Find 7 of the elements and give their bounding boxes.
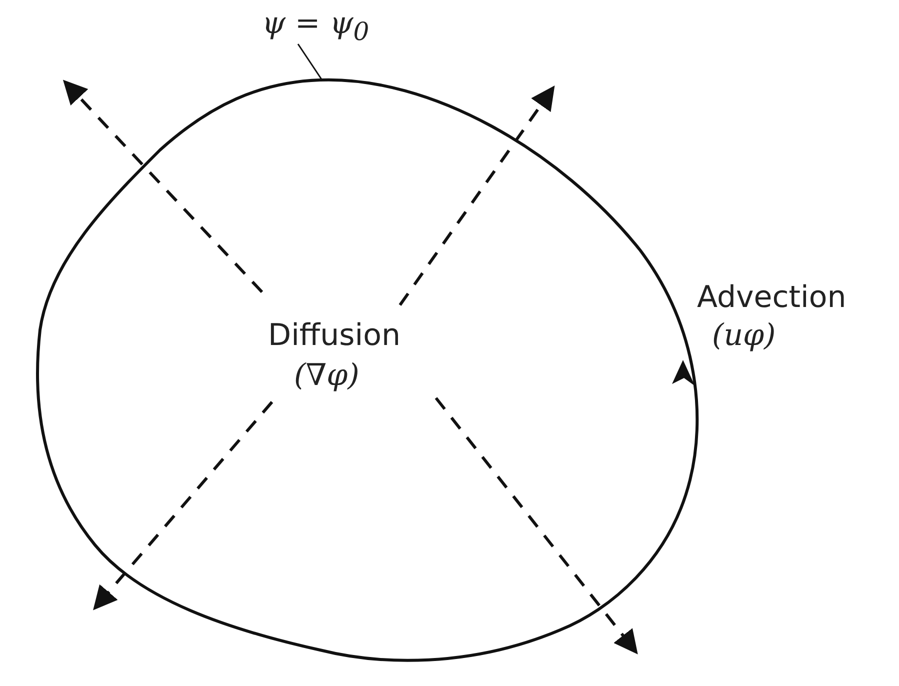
diffusion-label: Diffusion xyxy=(268,318,400,353)
leader-line xyxy=(297,44,323,80)
flux-formula: (uφ) xyxy=(712,318,776,353)
closed-streamline xyxy=(36,78,699,662)
advection-label: Advection xyxy=(697,280,846,315)
flux-formula: (∇φ) xyxy=(294,358,360,393)
streamline-label: ψ = ψ$_{0}$ xyxy=(262,6,370,46)
